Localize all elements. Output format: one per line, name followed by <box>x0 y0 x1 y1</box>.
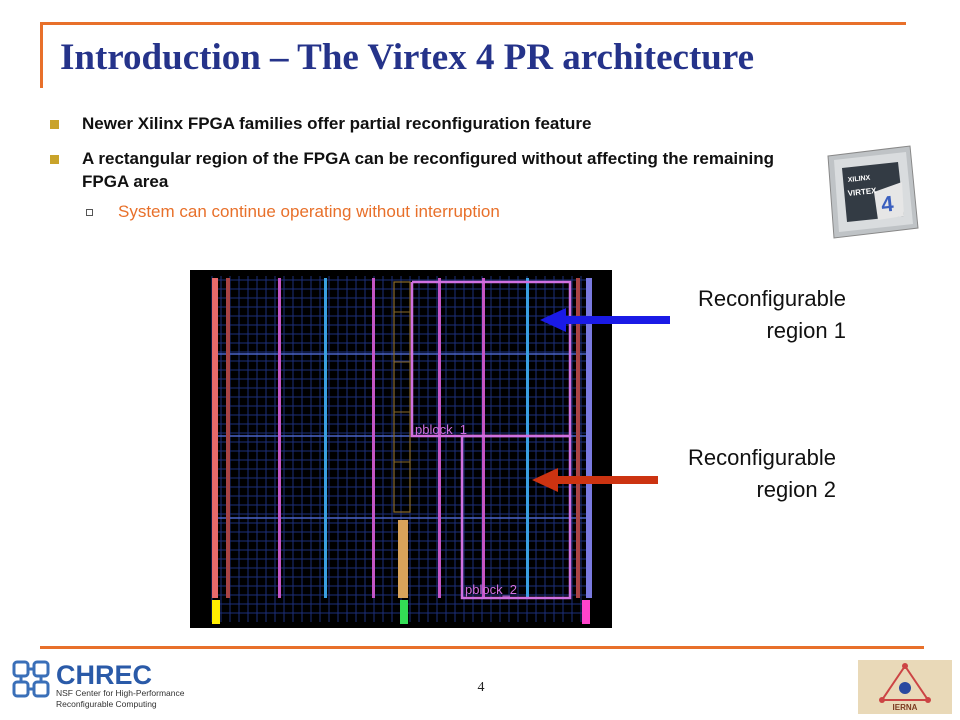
bullet-text: A rectangular region of the FPGA can be … <box>82 149 775 191</box>
blue-arrow-icon <box>540 308 670 332</box>
page-number: 4 <box>477 680 485 695</box>
chrec-logo-name: CHREC <box>56 660 152 690</box>
right-logo-text: IERNA <box>893 703 918 712</box>
sub-bullet-item: System can continue operating without in… <box>48 201 808 223</box>
region-1-label-line2: region 1 <box>766 318 846 343</box>
square-bullet-icon <box>50 120 59 129</box>
fpga-floorplan-image: pblock_1 pblock_2 <box>190 270 612 628</box>
region-2-label: Reconfigurable region 2 <box>610 442 836 506</box>
chip-product-text: VIRTEX <box>847 186 877 198</box>
region-2-label-line1: Reconfigurable <box>688 445 836 470</box>
region-1-label: Reconfigurable region 1 <box>620 283 846 347</box>
chip-model-text: 4 <box>880 191 896 217</box>
bullet-list: Newer Xilinx FPGA families offer partial… <box>48 112 808 223</box>
bullet-text: Newer Xilinx FPGA families offer partial… <box>82 114 592 133</box>
hollow-square-bullet-icon <box>86 209 93 216</box>
region-2-label-line2: region 2 <box>756 477 836 502</box>
chip-brand-text: XILINX <box>847 175 870 184</box>
pblock-1-label: pblock_1 <box>415 422 467 437</box>
bullet-item: A rectangular region of the FPGA can be … <box>48 147 808 193</box>
bullet-item: Newer Xilinx FPGA families offer partial… <box>48 112 808 135</box>
region-1-label-line1: Reconfigurable <box>698 286 846 311</box>
frame-bottom-line <box>40 646 924 649</box>
virtex4-chip-image: XILINX VIRTEX 4 <box>818 142 924 242</box>
frame-left-line <box>40 22 43 88</box>
sub-bullet-text: System can continue operating without in… <box>118 202 500 221</box>
chrec-logo-line1: NSF Center for High-Performance <box>56 688 185 698</box>
right-corner-logo: IERNA <box>858 660 952 714</box>
frame-top-line <box>40 22 906 25</box>
chrec-logo-line2: Reconfigurable Computing <box>56 699 157 709</box>
chrec-logo: CHREC NSF Center for High-Performance Re… <box>12 660 185 709</box>
square-bullet-icon <box>50 155 59 164</box>
pblock-2-label: pblock_2 <box>465 582 517 597</box>
red-arrow-icon <box>532 468 658 492</box>
slide-title: Introduction – The Virtex 4 PR architect… <box>60 37 755 78</box>
